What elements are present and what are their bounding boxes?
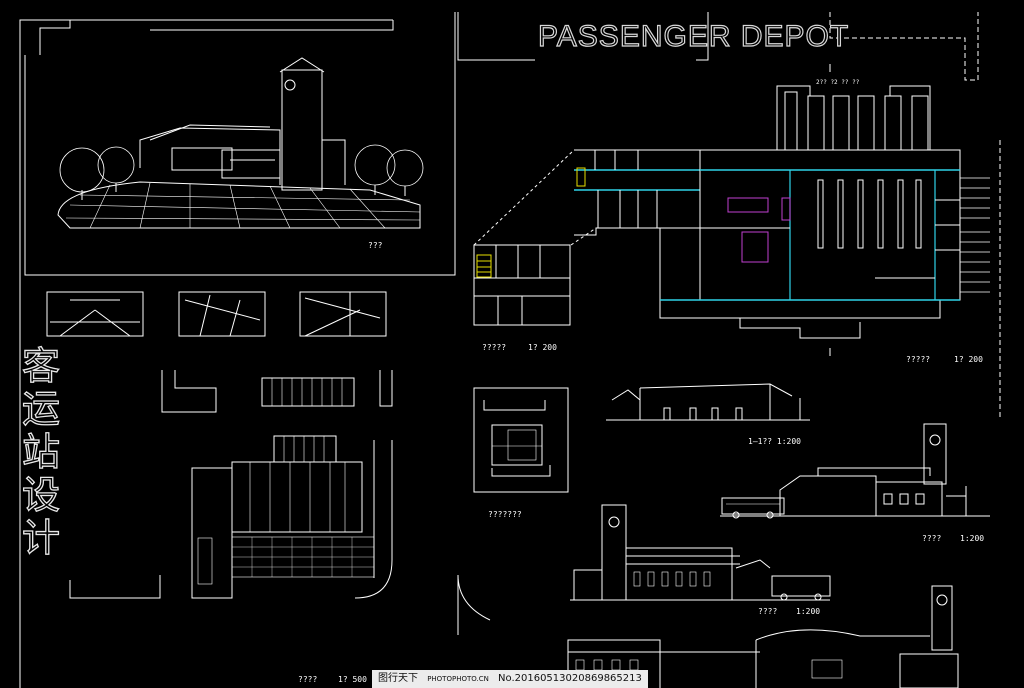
interior-thumbnails (46, 291, 387, 337)
elevation-1-name: ???? (922, 534, 942, 543)
floor-plan-left-scale: 1? 200 (528, 343, 557, 352)
section-1-1 (606, 383, 810, 421)
vertical-title-char: 站 (21, 430, 60, 474)
sheet-title: PASSENGER DEPOT (537, 19, 850, 53)
vertical-title-char: 计 (21, 516, 60, 560)
site-plan (69, 370, 393, 599)
floor-plan-main-name: ????? (906, 355, 931, 364)
elevation-2-name: ???? (758, 607, 778, 616)
floor-plan-main (574, 64, 990, 356)
vertical-title-char: 客 (21, 344, 60, 388)
vertical-title: 客 运 站 设 计 (18, 344, 64, 560)
elevation-1 (720, 423, 990, 519)
floor-plan-main-scale: 1? 200 (954, 355, 983, 364)
perspective-label: ??? (368, 241, 383, 250)
location-plan (473, 387, 569, 493)
floor-plan-left (473, 149, 597, 326)
watermark-number: No.20160513020869865213 (498, 673, 642, 684)
watermark-site: 图行天下 (378, 673, 418, 684)
elevation-2 (570, 504, 831, 601)
section-label: 1—1?? 1:200 (748, 437, 801, 446)
vertical-title-char: 设 (21, 473, 60, 517)
hall-dimension-label: 2?? ?2 ?? ?? (816, 79, 860, 86)
watermark-bar: 图行天下 PHOTOPHOTO.CN No.201605130208698652… (372, 670, 648, 688)
site-plan-scale: 1? 500 (338, 675, 367, 684)
floor-plan-left-name: ????? (482, 343, 507, 352)
elevation-1-scale: 1:200 (960, 534, 985, 543)
sheet-border (19, 12, 1001, 688)
location-plan-label: ??????? (488, 510, 522, 519)
perspective-view (24, 12, 456, 276)
elevation-2-scale: 1:200 (796, 607, 821, 616)
site-plan-name: ???? (298, 675, 318, 684)
vertical-title-char: 运 (21, 387, 60, 431)
watermark-photo-mark: PHOTOPHOTO.CN (427, 675, 489, 683)
